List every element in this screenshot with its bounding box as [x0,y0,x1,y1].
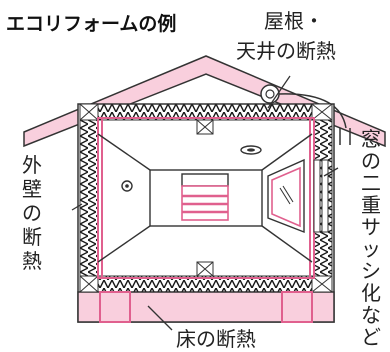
window-label-char: 二 [361,171,381,195]
back-window [181,173,229,221]
floor-insulation [79,261,333,293]
window-label-char: ど [361,325,381,349]
floor-insulation-label: 床の断熱 [176,327,256,351]
wall-label-char: 断 [22,225,42,249]
callout-lines [71,75,339,331]
roof-vent-icon [260,84,351,145]
room-interior [97,133,313,263]
window-label-char: 重 [361,193,381,217]
wall-label-char: 壁 [22,177,42,201]
ceiling-insulation [79,103,333,135]
wall-insulation-left [79,119,99,291]
double-sash-window [267,158,329,234]
window-label-char: な [361,303,381,327]
roof-insulation-label-line2: 天井の断熱 [236,39,336,63]
wall-label-char: 熱 [22,249,42,273]
window-label-char: サ [361,215,381,239]
foundation [77,291,335,323]
diagram-title: エコリフォームの例 [6,12,176,35]
window-label-char: 化 [361,281,381,305]
window-label-char: の [361,149,381,173]
window-label-char: シ [361,259,381,283]
ceiling-light-center [247,148,255,152]
wall-label-char: 外 [22,153,42,177]
roof [23,55,386,148]
roof-insulation-label-line1: 屋根・ [264,9,324,33]
window-label-char: ッ [361,237,381,261]
window-label-char: 窓 [361,127,381,151]
wall-label-char: の [22,201,42,225]
